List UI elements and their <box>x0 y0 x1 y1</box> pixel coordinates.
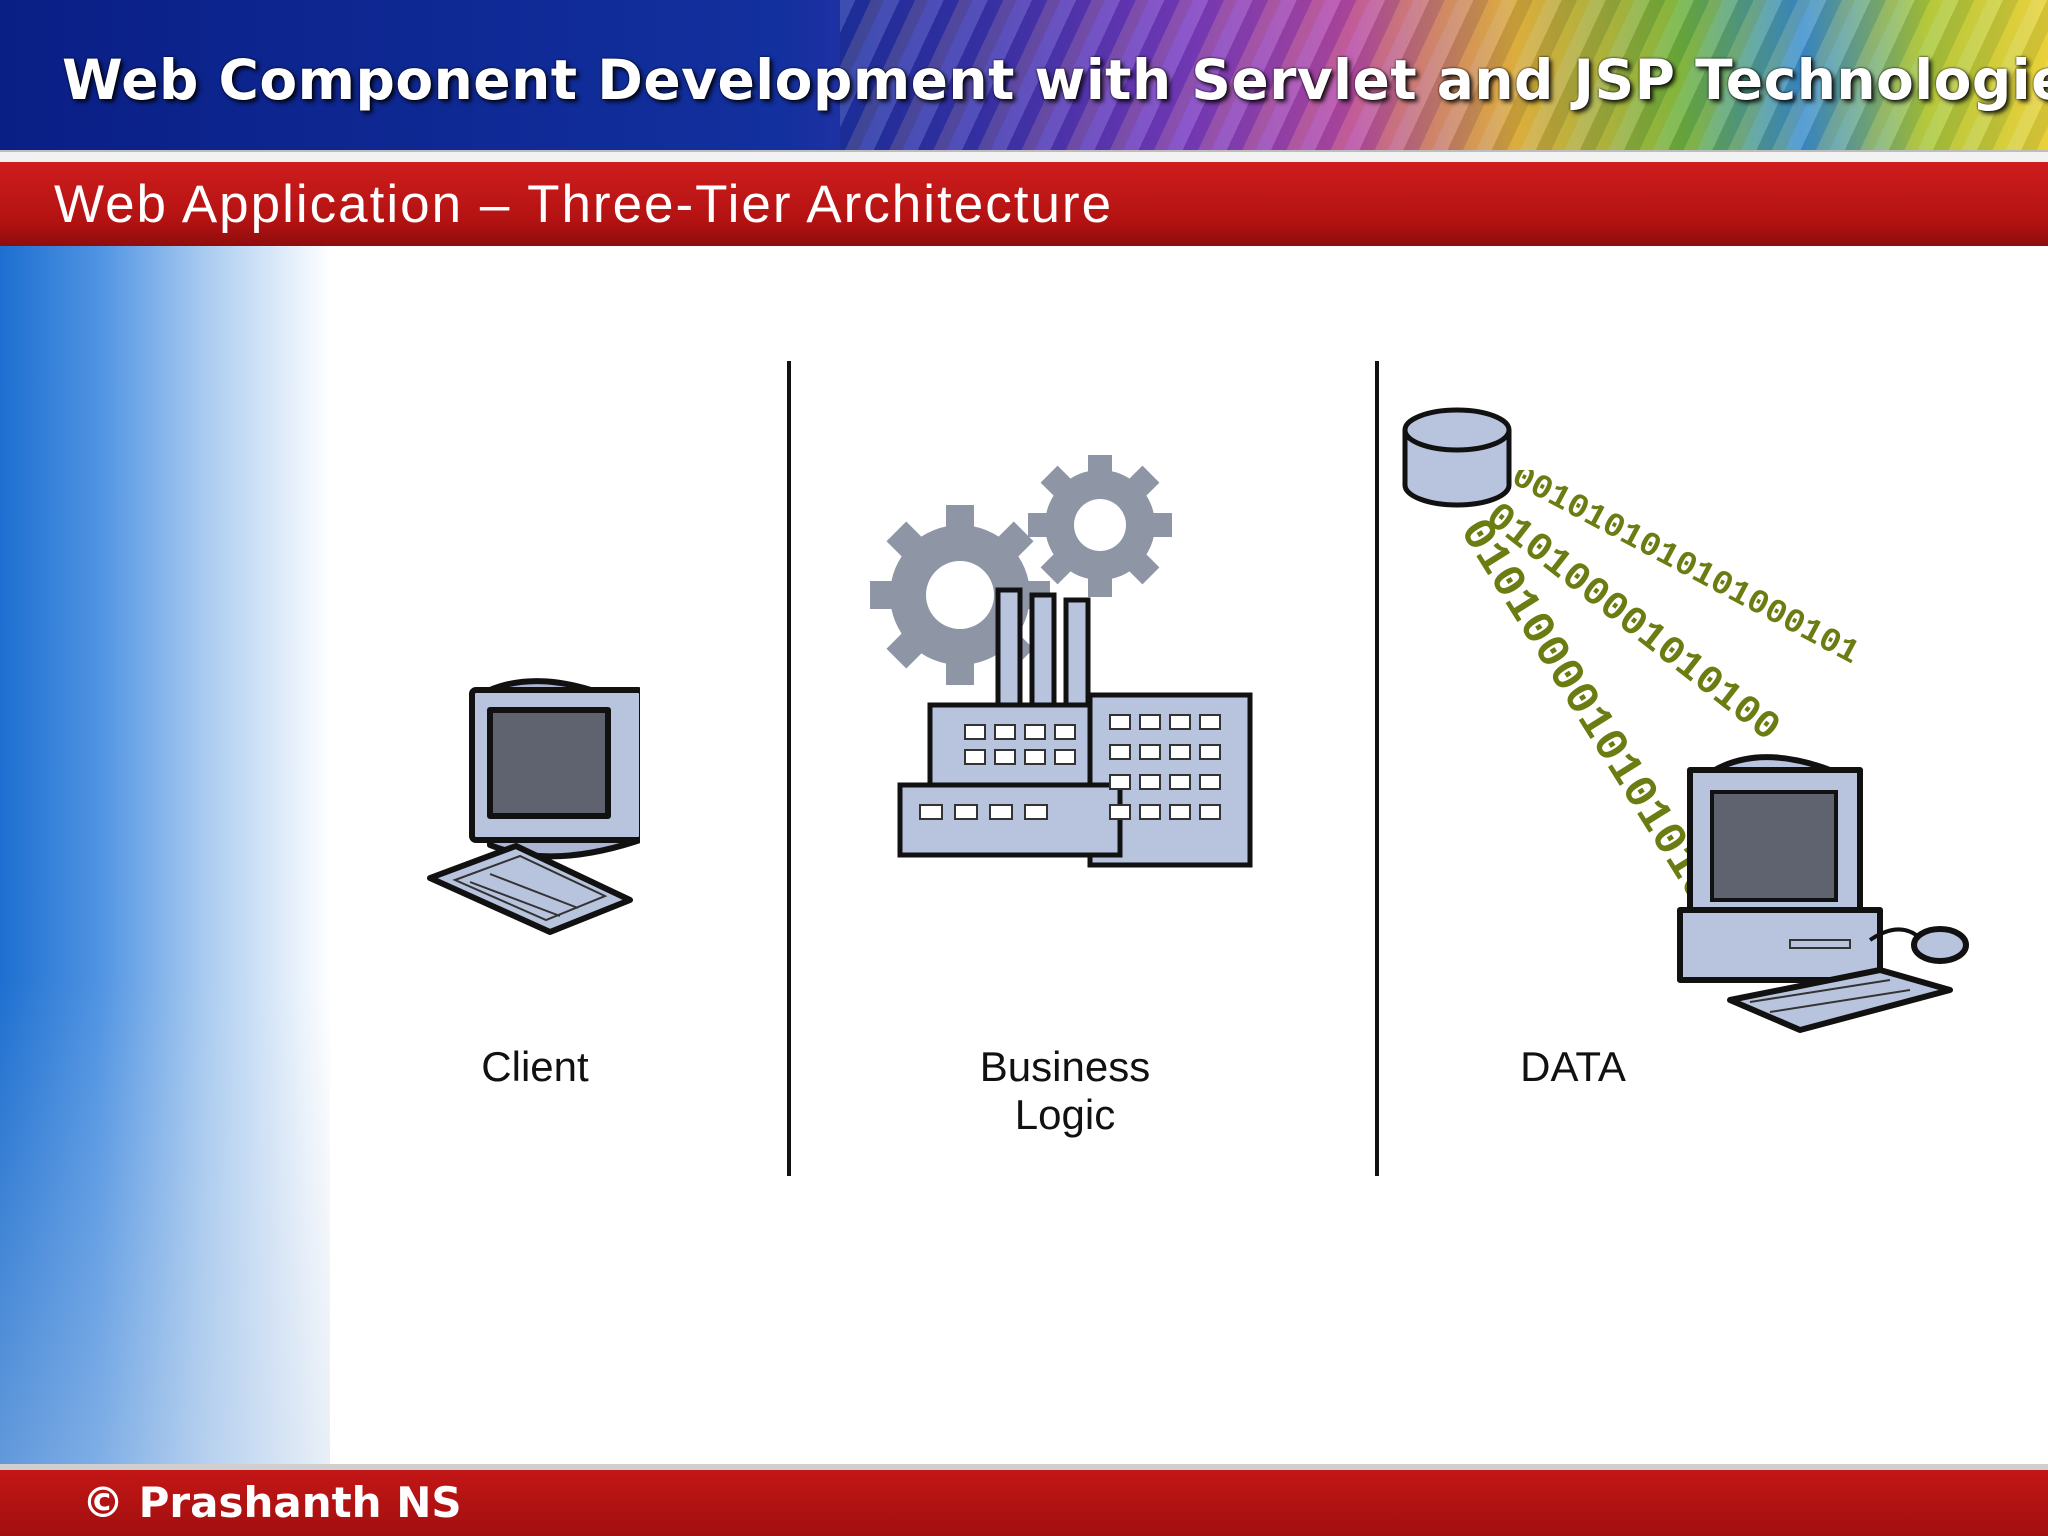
header-separator <box>0 150 2048 164</box>
copyright-text: © Prashanth NS <box>82 1478 462 1527</box>
tier-divider-left <box>787 361 791 1176</box>
database-cylinder-icon <box>1402 407 1512 508</box>
data-label: DATA <box>1520 1043 1626 1090</box>
tier-divider-right <box>1375 361 1379 1176</box>
slide-header-bar <box>0 162 2048 246</box>
title-banner <box>0 0 2048 150</box>
slide-title: Web Application – Three-Tier Architectur… <box>54 175 1114 234</box>
factory-gears-icon <box>870 455 1253 868</box>
business-logic-label: Business Logic <box>979 1043 1151 1138</box>
client-label: Client <box>481 1043 589 1090</box>
presentation-title: Web Component Development with Servlet a… <box>62 48 2048 112</box>
binary-stream-icon: 0010101010101000101 010100001010100 0101… <box>1448 470 1865 912</box>
keyboard-background-image <box>0 246 330 1464</box>
desktop-computer-icon <box>1677 754 1969 1033</box>
banner-texture <box>840 0 2048 150</box>
computer-icon <box>427 678 640 935</box>
left-decorative-panel <box>0 246 330 1464</box>
footer-separator <box>0 1464 2048 1470</box>
footer-bar <box>0 1470 2048 1536</box>
